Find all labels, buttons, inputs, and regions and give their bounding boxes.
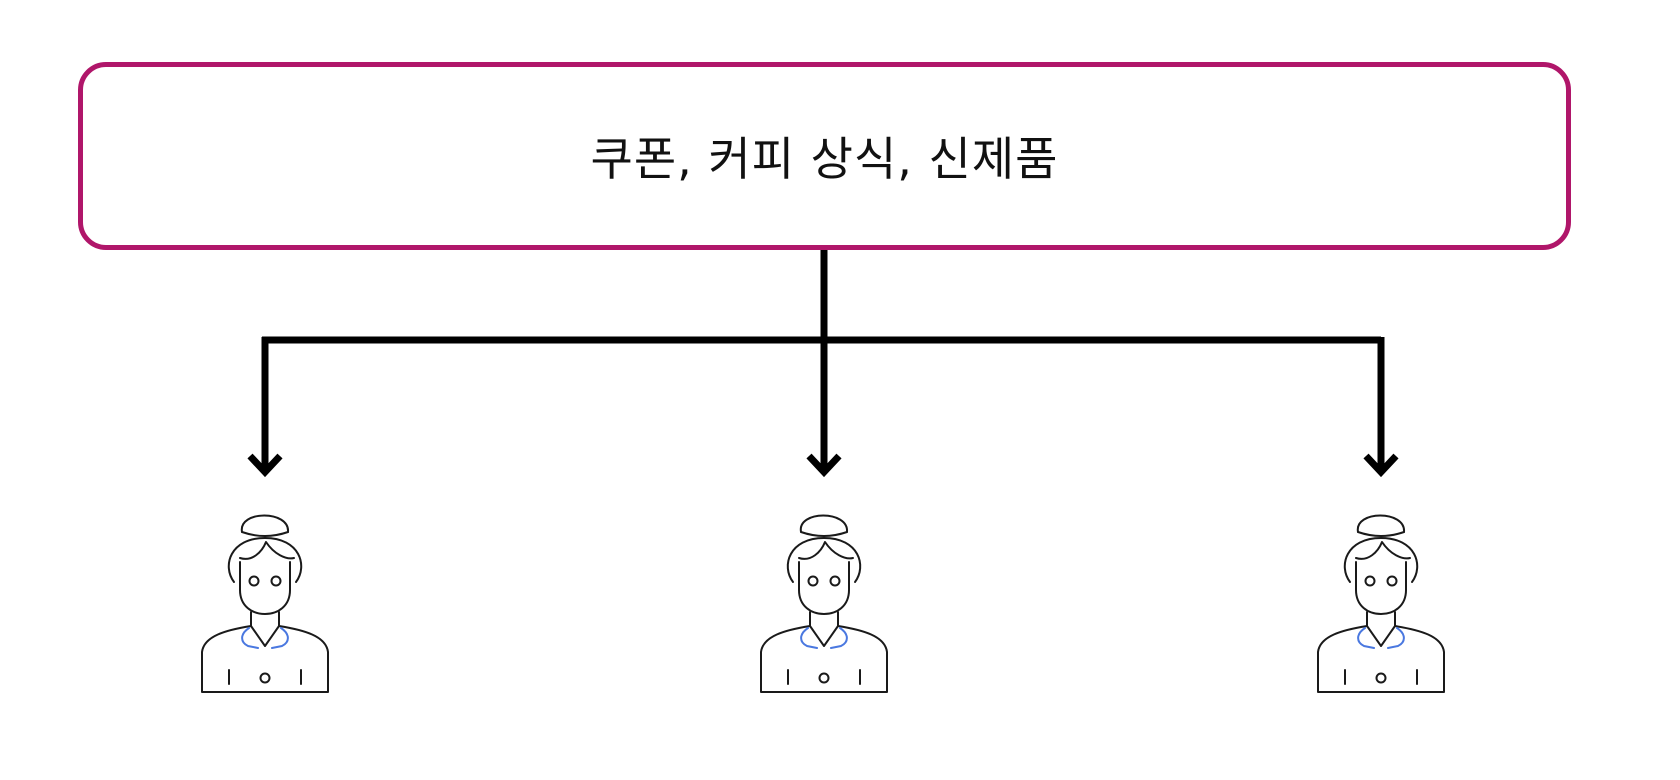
arrowhead-left [247,453,283,478]
topic-box: 쿠폰, 커피 상식, 신제품 [78,62,1571,250]
recipient-2 [749,500,899,700]
barista-woman-icon [201,514,329,693]
arrowhead-right [1363,453,1399,478]
recipient-1 [190,500,340,700]
barista-woman-icon [760,514,888,693]
barista-woman-icon [1317,514,1445,693]
arrowhead-center [806,453,842,478]
recipient-3 [1306,500,1456,700]
topic-label: 쿠폰, 커피 상식, 신제품 [590,132,1059,186]
